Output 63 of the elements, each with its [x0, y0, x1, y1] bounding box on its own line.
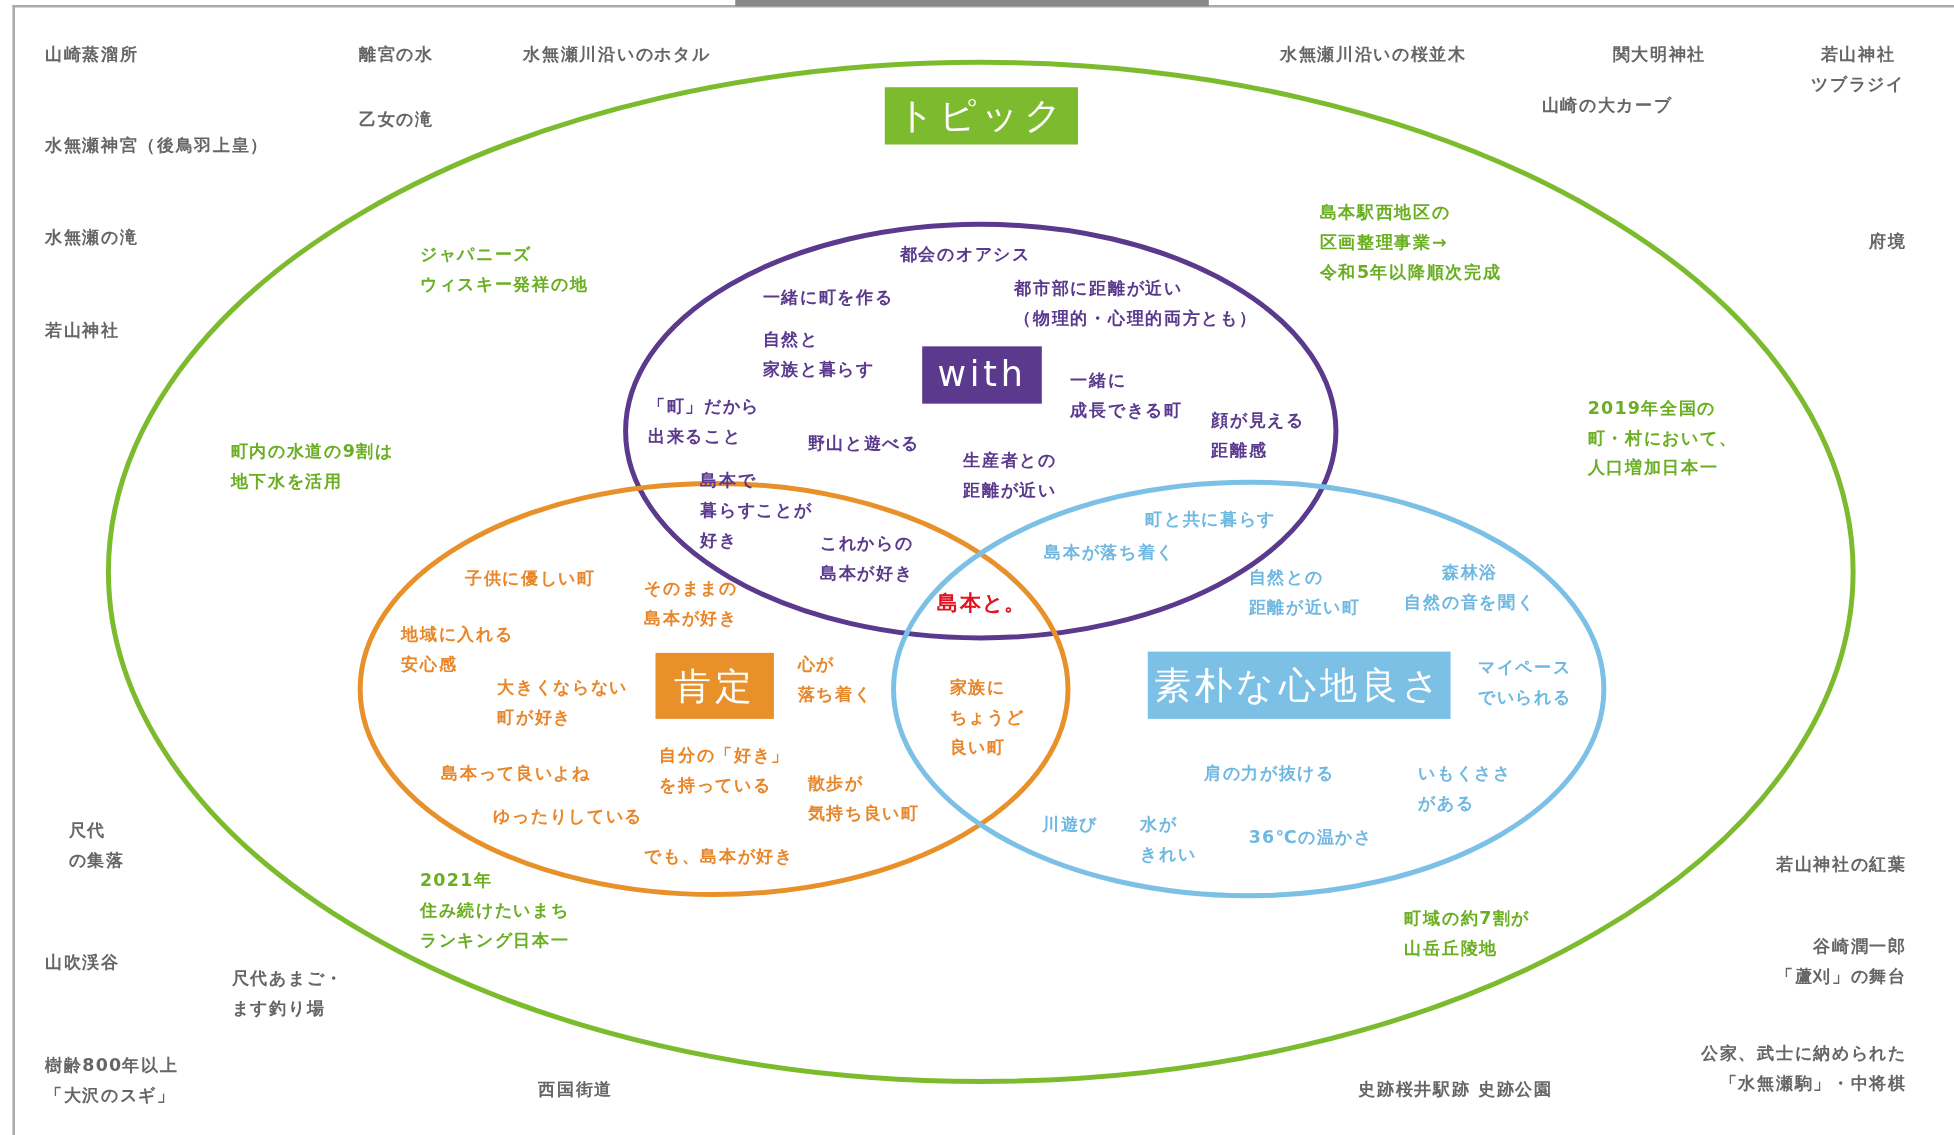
- place-name: 府境: [1868, 229, 1907, 253]
- place-name: 離宮の水: [358, 42, 434, 66]
- with-heading: with: [922, 346, 1042, 404]
- keyword-text: 都市部に距離が近い（物理的・心理的両方とも）: [1014, 276, 1258, 330]
- place-name: 若山神社: [44, 319, 120, 343]
- keyword-text: 森林浴自然の音を聞く: [1404, 560, 1536, 614]
- place-name: 公家、武士に納められた「水無瀬駒」・中将棋: [1700, 1041, 1907, 1095]
- keyword-text: 自然と家族と暮らす: [762, 327, 875, 381]
- keyword-text: でも、島本が好き: [644, 844, 794, 868]
- keyword-text: 川遊び: [1041, 812, 1098, 836]
- keyword-text: 「町」だから出来ること: [648, 395, 761, 449]
- place-name: 尺代の集落: [68, 818, 125, 872]
- keyword-text: 都会のオアシス: [899, 243, 1031, 267]
- place-name: 関大明神社: [1612, 42, 1707, 66]
- topic-heading: トピック: [884, 87, 1078, 145]
- keyword-text: 町内の水道の9割は地下水を活用: [230, 440, 394, 493]
- keyword-text: 家族にちょうど良い町: [949, 675, 1025, 759]
- keyword-text: 一緒に成長できる町: [1070, 369, 1183, 422]
- place-name: 山崎蒸溜所: [44, 42, 139, 66]
- keyword-text: 2019年全国の町・村において、人口増加日本一: [1587, 396, 1738, 480]
- keyword-text: 野山と遊べる: [807, 431, 920, 455]
- keyword-text: 顔が見える距離感: [1211, 408, 1305, 462]
- place-name: 水無瀬の滝: [44, 225, 139, 249]
- comfort-heading: 素朴な心地良さ: [1147, 651, 1451, 719]
- keyword-text: これからの島本が好き: [820, 532, 914, 586]
- place-name: 谷崎潤一郎「蘆刈」の舞台: [1774, 934, 1907, 988]
- place-name: 水無瀬川沿いのホタル: [523, 42, 711, 66]
- place-name: 水無瀬神宮（後鳥羽上皇）: [44, 133, 270, 157]
- keyword-text: いもくささがある: [1418, 761, 1512, 815]
- keyword-text: 生産者との距離が近い: [963, 448, 1057, 502]
- keyword-text: マイペースでいられる: [1478, 655, 1572, 709]
- keyword-text: 散歩が気持ち良い町: [807, 771, 920, 825]
- place-name: 水無瀬川沿いの桜並木: [1279, 42, 1467, 66]
- keyword-text: 子供に優しい町: [464, 567, 596, 591]
- keyword-text: 島本が落ち着く: [1044, 540, 1176, 564]
- keyword-text: ゆったりしている: [493, 805, 644, 829]
- keyword-text: 2021年住み続けたいまちランキング日本一: [419, 868, 570, 952]
- place-name: 乙女の滝: [358, 107, 434, 131]
- keyword-text: ジャパニーズウィスキー発祥の地: [419, 243, 589, 297]
- keyword-text: 町と共に暮らす: [1145, 507, 1277, 531]
- place-name: 史跡桜井駅跡 史跡公園: [1358, 1077, 1553, 1101]
- keyword-text: 心が落ち着く: [797, 653, 873, 706]
- keyword-text: 地域に入れる安心感: [401, 623, 514, 677]
- place-name: 西国街道: [538, 1077, 614, 1101]
- keyword-text: 大きくならない町が好き: [497, 675, 629, 729]
- keyword-text: 島本って良いよね: [441, 761, 591, 785]
- place-name: 山吹渓谷: [44, 950, 120, 974]
- place-name: 若山神社の紅葉: [1774, 852, 1907, 876]
- place-name: 尺代あまご・ます釣り場: [231, 967, 344, 1020]
- center-phrase: 島本と。: [937, 589, 1027, 618]
- keyword-text: 36℃の温かさ: [1248, 826, 1373, 850]
- place-name: 山崎の大カーブ: [1541, 93, 1673, 117]
- keyword-text: そのままの島本が好き: [644, 577, 738, 630]
- place-name: 樹齢800年以上「大沢のスギ」: [44, 1054, 179, 1108]
- keyword-text: 肩の力が抜ける: [1203, 761, 1335, 785]
- keyword-text: 島本駅西地区の区画整理事業→令和5年以降順次完成: [1319, 200, 1502, 284]
- keyword-text: 町域の約7割が山岳丘陵地: [1404, 907, 1530, 961]
- keyword-text: 一緒に町を作る: [762, 285, 894, 309]
- keyword-text: 水がきれい: [1140, 812, 1197, 866]
- affirmation-heading: 肯定: [655, 652, 774, 719]
- keyword-text: 自分の「好き」を持っている: [659, 744, 791, 797]
- keyword-text: 自然との距離が近い町: [1248, 565, 1361, 619]
- place-name: 若山神社ツブラジイ: [1810, 42, 1906, 96]
